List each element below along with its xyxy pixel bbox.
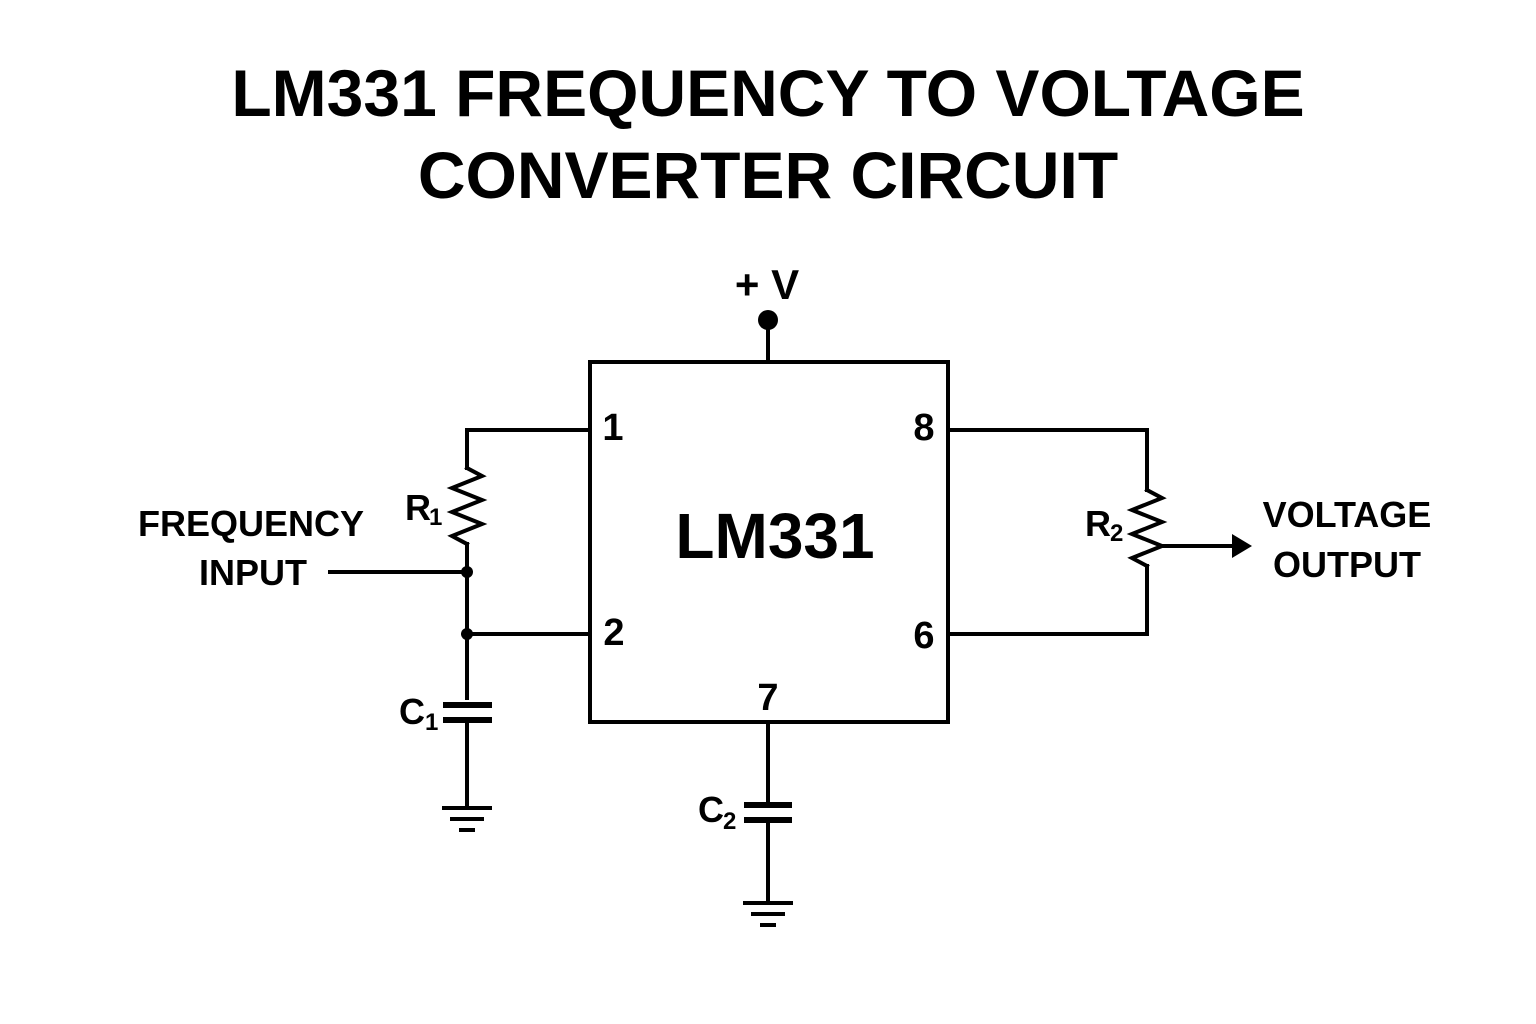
c2-label: C <box>698 789 724 830</box>
r1-label: R <box>405 487 431 528</box>
c2-subscript: 2 <box>723 808 736 835</box>
ground-icon <box>743 901 793 927</box>
title-line-1: LM331 FREQUENCY TO VOLTAGE <box>231 56 1304 130</box>
pin-2-junction <box>461 628 473 640</box>
frequency-input-label-2: INPUT <box>199 552 307 593</box>
r1-resistor <box>446 465 488 547</box>
r1-subscript: 1 <box>429 504 442 531</box>
c1-label: C <box>399 691 425 732</box>
frequency-input-label-1: FREQUENCY <box>138 503 364 544</box>
r2-potentiometer <box>1126 487 1168 569</box>
chip-label: LM331 <box>675 500 874 572</box>
arrow-right-icon <box>1232 534 1252 558</box>
voltage-output-label-1: VOLTAGE <box>1263 494 1432 535</box>
voltage-output-label-2: OUTPUT <box>1273 544 1421 585</box>
pin-2-label: 2 <box>603 612 624 654</box>
pin-8-wire <box>946 428 1149 492</box>
pin-6-wire <box>946 564 1149 636</box>
r2-subscript: 2 <box>1110 520 1123 547</box>
c1-subscript: 1 <box>425 709 438 736</box>
ground-icon <box>442 806 492 832</box>
pin-8-label: 8 <box>913 407 934 449</box>
pin-1-label: 1 <box>602 407 623 449</box>
pin-1-wire <box>465 428 592 470</box>
r2-label: R <box>1085 503 1111 544</box>
pin-7-label: 7 <box>757 677 778 719</box>
title-line-2: CONVERTER CIRCUIT <box>418 138 1118 212</box>
supply-label: + V <box>735 261 799 308</box>
pin-6-label: 6 <box>913 615 934 657</box>
input-junction <box>461 566 473 578</box>
